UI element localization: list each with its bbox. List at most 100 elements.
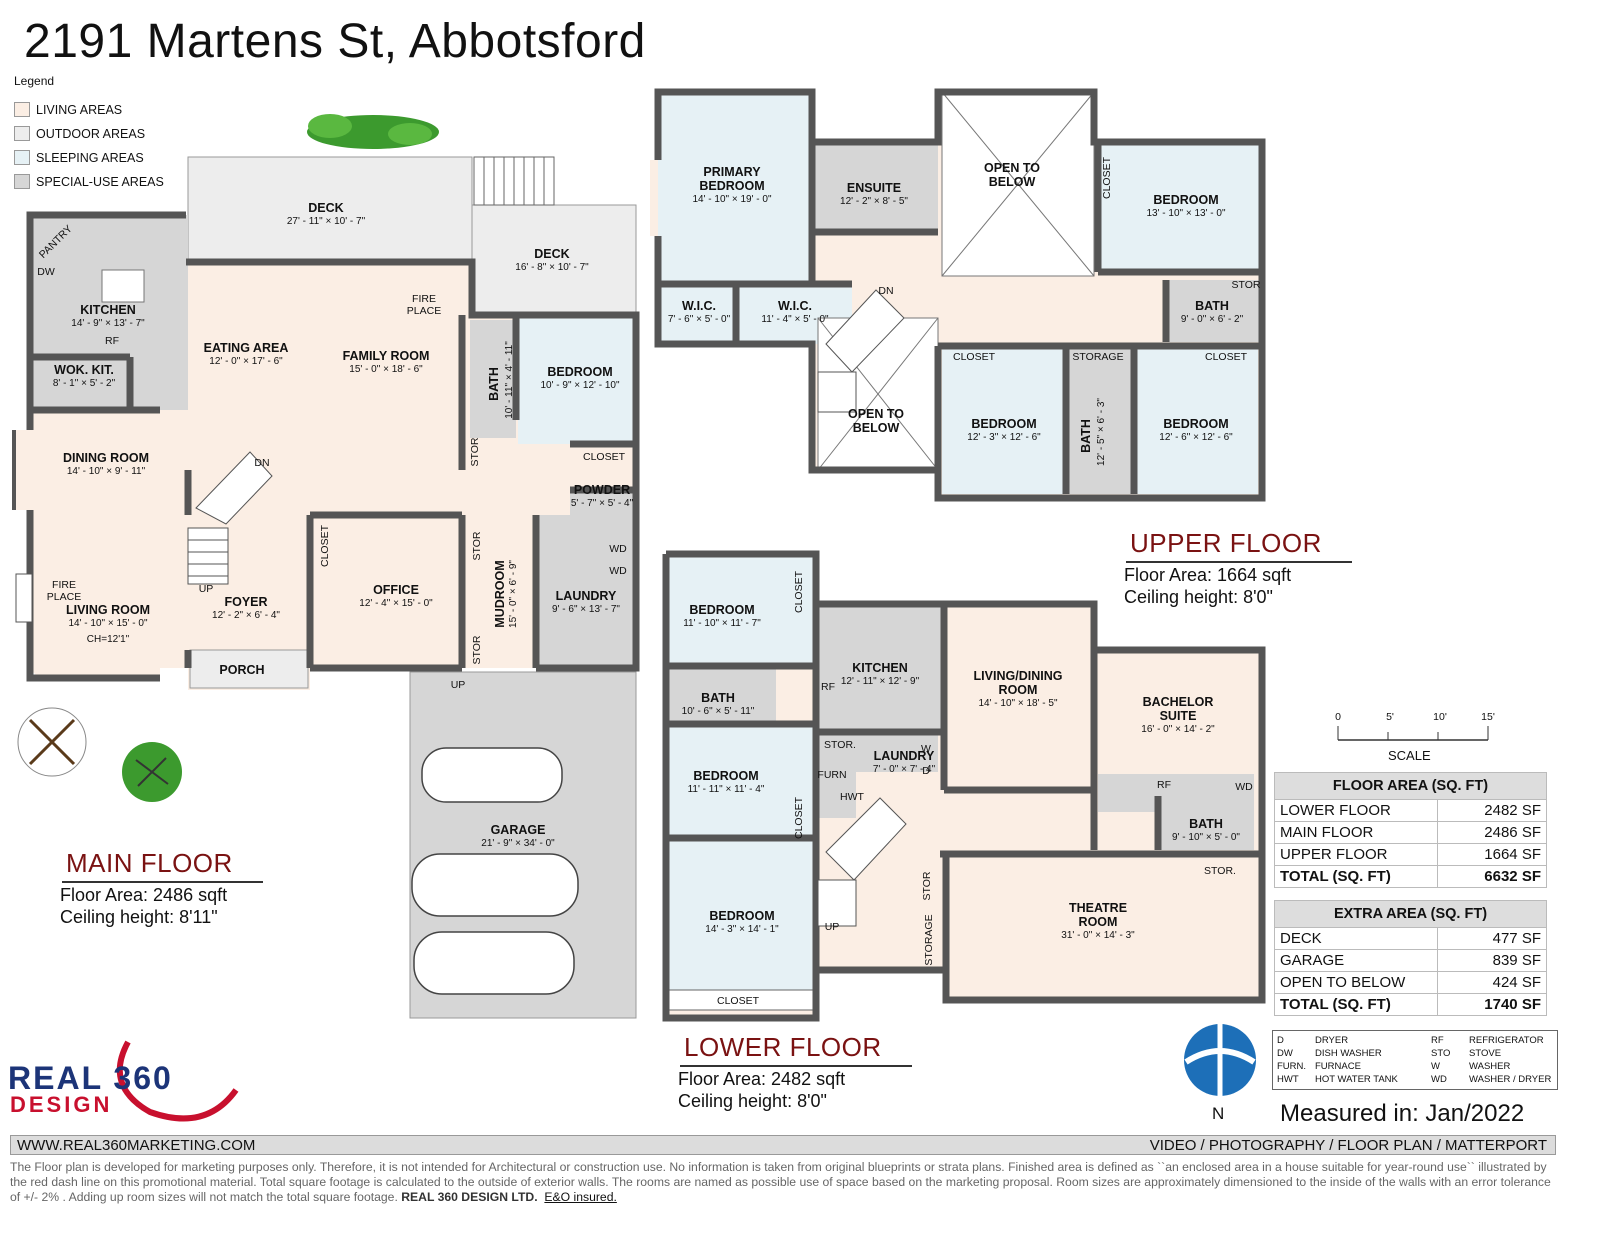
room-dimension: 14' - 9" × 13' - 7" bbox=[71, 318, 145, 329]
room-dimension: 12' - 2" × 6' - 4" bbox=[212, 610, 280, 621]
upper-floor-plan bbox=[650, 88, 1266, 502]
fixture-label: CLOSET bbox=[953, 351, 996, 363]
tree-icon bbox=[122, 742, 182, 802]
room-dimension: 12' - 11" × 12' - 9" bbox=[841, 676, 920, 687]
room-name: LIVING/DINING bbox=[974, 669, 1063, 683]
room-name: BEDROOM bbox=[1163, 417, 1228, 431]
fixture-label: STOR bbox=[1232, 279, 1261, 291]
room-dimension: 7' - 0" × 7' - 4" bbox=[873, 764, 936, 775]
measured-date: Measured in: Jan/2022 bbox=[1280, 1100, 1525, 1127]
deck-area bbox=[187, 156, 473, 262]
wic-area bbox=[658, 284, 736, 344]
room-dimension: 12' - 3" × 12' - 6" bbox=[967, 432, 1041, 443]
fixture-label: DW bbox=[37, 266, 55, 278]
room-name: KITCHEN bbox=[852, 661, 908, 675]
room-name: BATH bbox=[487, 367, 501, 401]
fixture-label: HWT bbox=[840, 791, 864, 803]
lower-floor-title: LOWER FLOOR bbox=[680, 1032, 912, 1067]
fixture-label: RF bbox=[1157, 779, 1171, 791]
room-dimension: 12' - 6" × 12' - 6" bbox=[1159, 432, 1233, 443]
fixture-label: CLOSET bbox=[583, 451, 626, 463]
legend-item-living: LIVING AREAS bbox=[14, 102, 122, 117]
room-name: SUITE bbox=[1160, 709, 1197, 723]
room-dimension: 11' - 4" × 5' - 0" bbox=[761, 314, 829, 325]
laundry-area bbox=[536, 515, 636, 668]
fixture-label: W bbox=[921, 743, 931, 755]
room-dimension: 10' - 9" × 12' - 10" bbox=[540, 380, 619, 391]
fixture-label: CLOSET bbox=[1101, 156, 1113, 199]
room-name: KITCHEN bbox=[80, 303, 136, 317]
room-name: BEDROOM bbox=[709, 909, 774, 923]
room-name: PORCH bbox=[219, 663, 264, 677]
room-dimension: 21' - 9" × 34' - 0" bbox=[481, 838, 555, 849]
lower-stairs bbox=[817, 797, 907, 927]
room-dimension: 31' - 0" × 14' - 3" bbox=[1061, 930, 1135, 941]
room-name: MUDROOM bbox=[493, 560, 507, 627]
fixture-label: DN bbox=[878, 285, 893, 297]
room-dimension: 11' - 11" × 11' - 4" bbox=[688, 784, 765, 795]
deck-stairs bbox=[473, 156, 555, 206]
room-name: BATH bbox=[1195, 299, 1229, 313]
fixture-label: FURN bbox=[817, 769, 846, 781]
fixture-label: FIRE bbox=[412, 293, 436, 305]
room-name: BATH bbox=[1189, 817, 1223, 831]
disclaimer: The Floor plan is developed for marketin… bbox=[10, 1160, 1551, 1204]
powder-area bbox=[570, 490, 636, 530]
room-name: LAUNDRY bbox=[874, 749, 935, 763]
tree-icon bbox=[17, 707, 87, 777]
table-total-row: TOTAL (SQ. FT)6632 SF bbox=[1274, 865, 1547, 888]
fixture-label: D bbox=[922, 765, 930, 777]
fixture-label: STOR bbox=[921, 871, 933, 900]
bath-area bbox=[1158, 796, 1254, 850]
bath-area bbox=[1166, 280, 1262, 342]
room-name: WOK. KIT. bbox=[54, 363, 114, 377]
bedroom-area bbox=[1098, 142, 1262, 272]
fixture-label: STORAGE bbox=[923, 914, 935, 965]
bedroom-area bbox=[942, 346, 1066, 494]
room-name: W.I.C. bbox=[778, 299, 812, 313]
fixture-label: STOR bbox=[469, 437, 481, 466]
fixture-label: STOR. bbox=[824, 739, 856, 751]
legend-item-outdoor: OUTDOOR AREAS bbox=[14, 126, 145, 141]
services-text: VIDEO / PHOTOGRAPHY / FLOOR PLAN / MATTE… bbox=[1149, 1137, 1547, 1154]
room-name: OPEN TO bbox=[848, 407, 904, 421]
kitchen-island bbox=[101, 269, 145, 303]
website-link[interactable]: WWW.REAL360MARKETING.COM bbox=[17, 1137, 256, 1154]
fixture-label: UP bbox=[825, 921, 840, 933]
bedroom-area bbox=[1134, 346, 1258, 494]
table-total-row: TOTAL (SQ. FT)1740 SF bbox=[1274, 993, 1547, 1016]
main-stairs bbox=[187, 451, 273, 585]
room-name: FAMILY ROOM bbox=[343, 349, 430, 363]
legend-item-special: SPECIAL-USE AREAS bbox=[14, 174, 164, 189]
fixture-label: CLOSET bbox=[319, 524, 331, 567]
bath-area bbox=[1066, 346, 1134, 494]
room-dimension: 12' - 5" × 6' - 3" bbox=[1096, 398, 1107, 466]
company-logo-icon bbox=[116, 1040, 239, 1122]
legend-item-sleeping: SLEEPING AREAS bbox=[14, 150, 144, 165]
room-name: DINING ROOM bbox=[63, 451, 149, 465]
room-name: OFFICE bbox=[373, 583, 419, 597]
room-dimension: 15' - 0" × 6' - 9" bbox=[508, 560, 519, 628]
ensuite-area bbox=[812, 142, 938, 232]
tree-icon bbox=[307, 114, 439, 149]
fixture-label: FIRE bbox=[52, 579, 76, 591]
main-floor-plan bbox=[12, 114, 640, 1019]
fixture-label: WD bbox=[609, 543, 627, 555]
room-dimension: 14' - 3" × 14' - 1" bbox=[705, 924, 779, 935]
mudroom-area bbox=[462, 515, 532, 668]
kitchen-area bbox=[816, 604, 944, 732]
north-label: N bbox=[1212, 1104, 1225, 1123]
fixture-label: CLOSET bbox=[1205, 351, 1248, 363]
bedroom-area bbox=[666, 838, 816, 990]
room-name: W.I.C. bbox=[682, 299, 716, 313]
scale-label: SCALE bbox=[1388, 748, 1431, 763]
room-dimension: 9' - 0" × 6' - 2" bbox=[1181, 314, 1244, 325]
room-dimension: 16' - 8" × 10' - 7" bbox=[515, 262, 589, 273]
